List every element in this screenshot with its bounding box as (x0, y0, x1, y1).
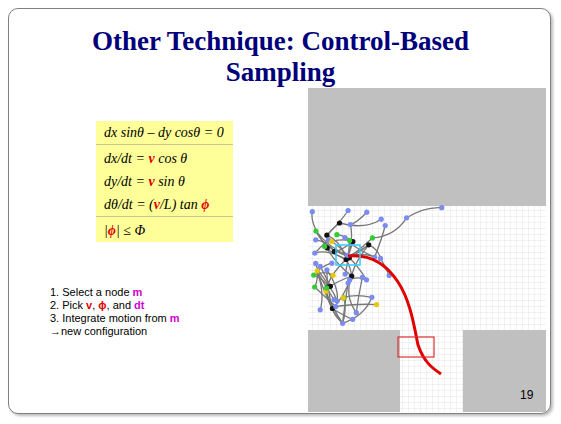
free-space (400, 330, 463, 412)
step-text: →new configuration (50, 325, 147, 338)
equation: dx/dt = v cos θ (96, 144, 233, 170)
equation: dy/dt = v sin θ (104, 170, 225, 193)
obstacle (463, 330, 546, 412)
obstacle (308, 88, 546, 206)
equation: dx sinθ – dy cosθ = 0 (104, 121, 225, 144)
start-box (336, 245, 360, 265)
goal-box (398, 337, 434, 357)
equation-box: dx sinθ – dy cosθ = 0dx/dt = v cos θdy/d… (96, 121, 233, 242)
step-text: 2. Pick v, ϕ, and dt (50, 299, 145, 312)
equation: dθ/dt = (v/L) tan ϕ (104, 193, 225, 216)
obstacle (308, 330, 400, 412)
step-text: 3. Integrate motion from m (50, 312, 180, 325)
slide-number: 19 (520, 388, 533, 402)
step-text: 1. Select a node m (50, 286, 142, 299)
search-tree (310, 205, 445, 326)
solution-path (348, 256, 441, 374)
free-space (308, 206, 546, 330)
slide-title: Other Technique: Control-Based Sampling (40, 26, 521, 88)
equation: |ϕ| ≤ Φ (96, 216, 233, 242)
